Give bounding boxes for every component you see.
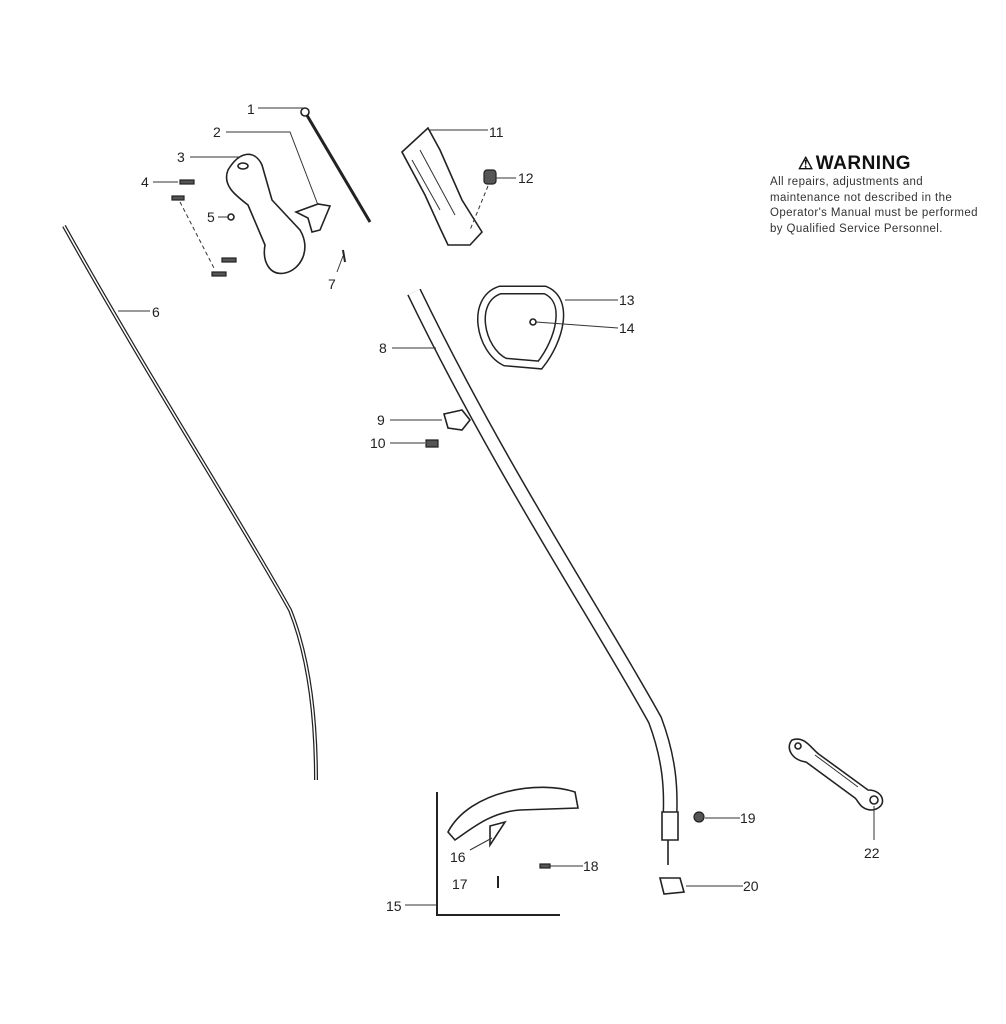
callout-20: 20 [743, 878, 759, 894]
part-4-screw [179, 179, 195, 185]
part-3-handle-housing [225, 153, 306, 275]
callout-6: 6 [152, 304, 160, 320]
part-20-nut [658, 877, 686, 895]
callout-15: 15 [386, 898, 402, 914]
part-12-knob [483, 169, 497, 185]
part-5-nut [227, 213, 235, 221]
leader-lines [118, 107, 875, 906]
callout-13: 13 [619, 292, 635, 308]
part-18-screw [539, 863, 551, 869]
part-1-throttle-cable [303, 111, 372, 223]
part-9-clamp [442, 409, 472, 431]
part-16-guard [447, 786, 579, 842]
callout-22: 22 [864, 845, 880, 861]
callout-14: 14 [619, 320, 635, 336]
part-14-screw [529, 318, 537, 326]
callout-18: 18 [583, 858, 599, 874]
callout-2: 2 [213, 124, 221, 140]
callout-19: 19 [740, 810, 756, 826]
warning-body: All repairs, adjustments and maintenance… [770, 176, 978, 235]
part-11-handle-grip [401, 126, 484, 246]
part-10-bolt [425, 439, 439, 448]
callout-1: 1 [247, 101, 255, 117]
part-19-washer [693, 811, 705, 823]
warning-notice: ⚠WARNING All repairs, adjustments and ma… [770, 153, 980, 237]
warning-title: WARNING [815, 153, 912, 174]
callout-4: 4 [141, 174, 149, 190]
callout-16: 16 [450, 849, 466, 865]
callout-12: 12 [518, 170, 534, 186]
part-15-bracket [436, 792, 560, 916]
callout-5: 5 [207, 209, 215, 225]
callout-3: 3 [177, 149, 185, 165]
callout-7: 7 [328, 276, 336, 292]
part-6-drive-cable [62, 225, 318, 781]
callout-8: 8 [379, 340, 387, 356]
callout-17: 17 [452, 876, 468, 892]
callout-11: 11 [489, 124, 504, 140]
part-22-wrench [788, 738, 884, 811]
part-2-trigger [293, 203, 332, 233]
warning-heading: ⚠WARNING [798, 153, 980, 175]
part-7-spring [342, 249, 346, 263]
warning-triangle-icon: ⚠ [798, 154, 814, 173]
callout-10: 10 [370, 435, 386, 451]
callout-9: 9 [377, 412, 385, 428]
